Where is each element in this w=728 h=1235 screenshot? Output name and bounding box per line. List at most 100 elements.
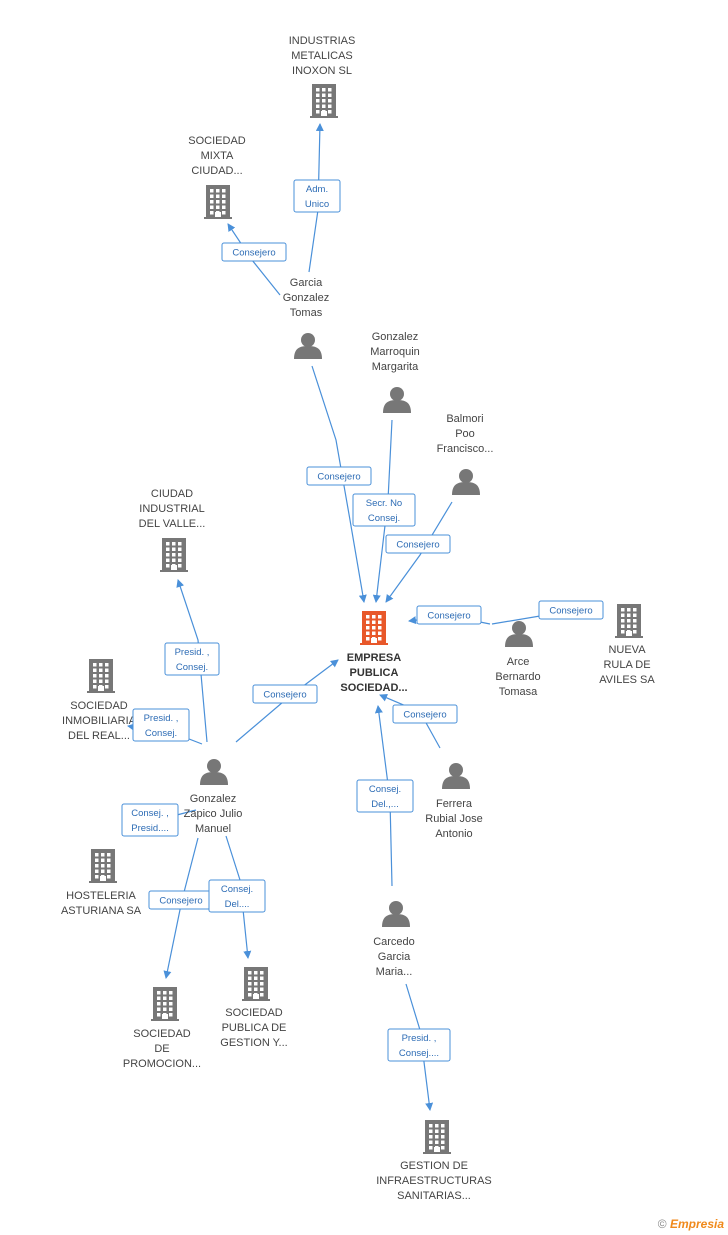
edge-label-text: Presid. , [402, 1033, 437, 1044]
edge-label-text: Consejero [317, 472, 360, 483]
edge-role-label[interactable]: Consejero [306, 466, 372, 486]
edge-label-text: Consejero [549, 606, 592, 617]
edge-role-label[interactable]: Consejero [148, 890, 214, 910]
edge-label-text: Unico [305, 199, 329, 210]
node-empresa[interactable]: EMPRESAPUBLICASOCIEDAD... [340, 611, 408, 694]
edge-role-label[interactable]: Presid. ,Consej. [164, 642, 220, 676]
company-building-icon [615, 604, 643, 638]
node-carcedo[interactable]: CarcedoGarciaMaria... [373, 901, 415, 978]
node-label-line: PROMOCION... [123, 1058, 201, 1070]
node-label-line: INDUSTRIAS [289, 35, 356, 47]
node-balmori[interactable]: BalmoriPooFrancisco... [437, 413, 494, 495]
brand-logo: Empresia [669, 1217, 724, 1231]
edge-label-text: Del.,... [371, 799, 398, 810]
node-label-line: SOCIEDAD [70, 700, 128, 712]
edge-label-text: Consejero [396, 540, 439, 551]
node-label-line: SOCIEDAD [133, 1028, 191, 1040]
edge-label-box [252, 684, 318, 704]
node-label-line: SOCIEDAD [188, 135, 246, 147]
node-label-line: HOSTELERIA [66, 890, 136, 902]
edge-label-box [352, 493, 416, 527]
node-label-line: Tomasa [499, 686, 538, 698]
edge-label-text: Consejero [159, 896, 202, 907]
company-building-icon [160, 538, 188, 572]
person-icon [442, 763, 470, 789]
edge-label-box [164, 642, 220, 676]
node-label-line: Manuel [195, 823, 231, 835]
node-label-line: Ferrera [436, 798, 473, 810]
copyright-symbol: © [657, 1217, 667, 1231]
company-building-icon [423, 1120, 451, 1154]
node-label-line: Gonzalez [372, 331, 418, 343]
node-infra[interactable]: GESTION DEINFRAESTRUCTURASSANITARIAS... [376, 1120, 492, 1202]
edge-label-box [208, 879, 266, 913]
node-label-line: CIUDAD... [191, 165, 242, 177]
node-label-line: INMOBILIARIA [62, 715, 137, 727]
edge-label-text: Consejero [427, 611, 470, 622]
edge-label-text: Del.... [225, 899, 250, 910]
node-label-line: Marroquin [370, 346, 420, 358]
edge-label-text: Adm. [306, 184, 328, 195]
edge-label-text: Consej.... [399, 1048, 439, 1059]
node-label-line: Garcia [378, 951, 411, 963]
edge-label-box [293, 179, 341, 213]
company-building-icon [87, 659, 115, 693]
company-building-icon [204, 185, 232, 219]
edge-label-text: Consej. [368, 513, 400, 524]
edge-label-box [387, 1028, 451, 1062]
edge-label-box [392, 704, 458, 724]
person-icon [382, 901, 410, 927]
node-label-line: GESTION DE [400, 1160, 468, 1172]
edge-label-text: Presid.... [131, 823, 169, 834]
node-label-line: Bernardo [495, 671, 540, 683]
node-label-line: GESTION Y... [220, 1037, 287, 1049]
node-label-line: EMPRESA [347, 652, 401, 664]
edge-label-text: Secr. No [366, 498, 402, 509]
edge-role-label[interactable]: Consejero [416, 605, 482, 625]
edge-role-label[interactable]: Consej.Del.,... [356, 779, 414, 813]
edge-role-label[interactable]: Consej. ,Presid.... [121, 803, 179, 837]
edge-label-box [132, 708, 190, 742]
edge-role-label[interactable]: Consejero [385, 534, 451, 554]
node-label-line: DEL VALLE... [139, 518, 206, 530]
node-mixta[interactable]: SOCIEDAD MIXTA CIUDAD... [188, 135, 246, 219]
node-label-line: Tomas [290, 307, 323, 319]
edge-role-label[interactable]: Presid. , Consej.... [387, 1028, 451, 1062]
edge-role-label[interactable]: Consejero [221, 242, 287, 262]
node-label-line: Arce [507, 656, 530, 668]
node-label-line: Balmori [446, 413, 483, 425]
edge-role-label[interactable]: Adm. Unico [293, 179, 341, 213]
node-label-line: RULA DE [603, 659, 650, 671]
company-building-icon [89, 849, 117, 883]
center-company-icon [360, 611, 388, 645]
node-promocion[interactable]: SOCIEDAD DE PROMOCION... [123, 987, 201, 1070]
edge-role-label[interactable]: Consejero [252, 684, 318, 704]
node-label-line: Poo [455, 428, 475, 440]
edge-role-label[interactable]: Consejero [392, 704, 458, 724]
edge-role-label[interactable]: Presid. ,Consej. [132, 708, 190, 742]
edge-label-text: Presid. , [144, 713, 179, 724]
edge-role-label[interactable]: Secr. No Consej. [352, 493, 416, 527]
node-label-line: INFRAESTRUCTURAS [376, 1175, 492, 1187]
edge-role-label[interactable]: Consej.Del.... [208, 879, 266, 913]
node-label-line: Zapico Julio [184, 808, 243, 820]
node-label-line: Gonzalez [190, 793, 236, 805]
node-label-line: MIXTA [201, 150, 234, 162]
edge-role-label[interactable]: Consejero [538, 600, 604, 620]
node-label-line: Antonio [435, 828, 472, 840]
node-label-line: Francisco... [437, 443, 494, 455]
node-label-line: Maria... [376, 966, 413, 978]
node-label-line: DE [154, 1043, 169, 1055]
